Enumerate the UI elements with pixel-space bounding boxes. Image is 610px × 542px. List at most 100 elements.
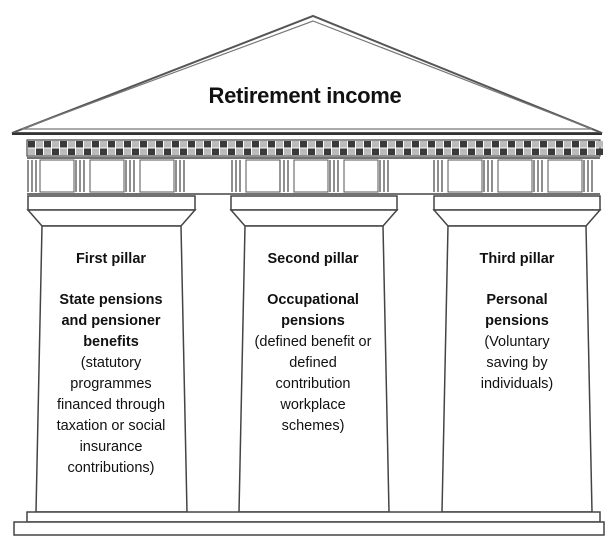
- frieze-block: [548, 148, 555, 155]
- frieze-block: [364, 148, 371, 155]
- frieze-block: [204, 141, 211, 148]
- frieze-block: [236, 141, 243, 148]
- frieze-block: [500, 141, 507, 148]
- frieze-block: [260, 141, 267, 148]
- frieze-block: [196, 148, 203, 155]
- frieze-block: [476, 141, 483, 148]
- column-capital: [433, 195, 601, 211]
- frieze-block: [140, 141, 147, 148]
- frieze-block: [532, 141, 539, 148]
- frieze-block: [76, 148, 83, 155]
- frieze-block: [412, 141, 419, 148]
- frieze-block: [572, 141, 579, 148]
- frieze-block: [260, 148, 267, 155]
- pillar-type: Personal pensions: [485, 292, 549, 329]
- column: [26, 195, 197, 513]
- column-echinus: [432, 209, 602, 227]
- frieze-block: [428, 141, 435, 148]
- frieze-block: [100, 148, 107, 155]
- column-echinus: [26, 209, 197, 227]
- frieze-block: [244, 148, 251, 155]
- pillar-first: First pillar State pensions and pensione…: [36, 249, 186, 479]
- frieze-block: [420, 148, 427, 155]
- frieze-block: [60, 148, 67, 155]
- triglyph: [279, 160, 289, 192]
- frieze-block: [492, 148, 499, 155]
- frieze-block: [572, 148, 579, 155]
- frieze-block: [460, 141, 467, 148]
- frieze-block: [172, 148, 179, 155]
- frieze-block: [188, 141, 195, 148]
- frieze-block: [132, 148, 139, 155]
- frieze-block: [492, 141, 499, 148]
- frieze-block: [428, 148, 435, 155]
- frieze-block: [396, 148, 403, 155]
- frieze-block: [436, 141, 443, 148]
- frieze-block: [532, 148, 539, 155]
- frieze-block: [28, 141, 35, 148]
- metope: [139, 159, 175, 193]
- frieze-block: [140, 148, 147, 155]
- frieze-block: [292, 141, 299, 148]
- pillar-name: First pillar: [75, 251, 147, 267]
- frieze-block: [92, 148, 99, 155]
- frieze-block: [148, 148, 155, 155]
- triglyph: [533, 160, 543, 192]
- triglyph: [175, 160, 185, 192]
- triglyph: [433, 160, 443, 192]
- frieze-block: [276, 148, 283, 155]
- frieze-block: [124, 141, 131, 148]
- frieze-block: [268, 148, 275, 155]
- frieze-block: [396, 141, 403, 148]
- metope: [447, 159, 483, 193]
- frieze-block: [524, 141, 531, 148]
- frieze-block: [380, 148, 387, 155]
- frieze-block: [388, 148, 395, 155]
- column: [229, 195, 399, 513]
- frieze-block: [308, 148, 315, 155]
- frieze-block: [580, 148, 587, 155]
- frieze-block: [452, 148, 459, 155]
- frieze-block: [84, 148, 91, 155]
- triglyphs: [27, 159, 593, 193]
- frieze-block: [132, 141, 139, 148]
- frieze-block: [356, 148, 363, 155]
- columns: [26, 195, 602, 513]
- frieze-block: [212, 148, 219, 155]
- frieze-block: [164, 141, 171, 148]
- frieze-block: [244, 141, 251, 148]
- frieze-block: [68, 141, 75, 148]
- metope: [547, 159, 583, 193]
- frieze-block: [44, 148, 51, 155]
- frieze-block: [116, 148, 123, 155]
- frieze-block: [76, 141, 83, 148]
- frieze-block: [380, 141, 387, 148]
- frieze-block: [252, 148, 259, 155]
- frieze-block: [212, 141, 219, 148]
- frieze-block: [156, 141, 163, 148]
- frieze-block: [36, 148, 43, 155]
- frieze-block: [148, 141, 155, 148]
- triglyph: [583, 160, 593, 192]
- pillar-second: Second pillar Occupational pensions (def…: [238, 249, 388, 437]
- frieze-block: [44, 141, 51, 148]
- frieze-block: [436, 148, 443, 155]
- frieze-block: [524, 148, 531, 155]
- metope: [293, 159, 329, 193]
- frieze-block: [332, 141, 339, 148]
- frieze-block: [180, 148, 187, 155]
- frieze-block: [52, 141, 59, 148]
- pillar-name: Second pillar: [267, 251, 359, 267]
- frieze-block: [508, 148, 515, 155]
- metope: [343, 159, 379, 193]
- frieze-block: [300, 141, 307, 148]
- frieze-block: [316, 148, 323, 155]
- frieze-block: [308, 141, 315, 148]
- frieze-block: [516, 141, 523, 148]
- frieze-block: [596, 148, 603, 155]
- frieze-block: [348, 148, 355, 155]
- frieze-block: [236, 148, 243, 155]
- frieze-block: [84, 141, 91, 148]
- metope: [497, 159, 533, 193]
- diagram-title: Retirement income: [208, 83, 402, 108]
